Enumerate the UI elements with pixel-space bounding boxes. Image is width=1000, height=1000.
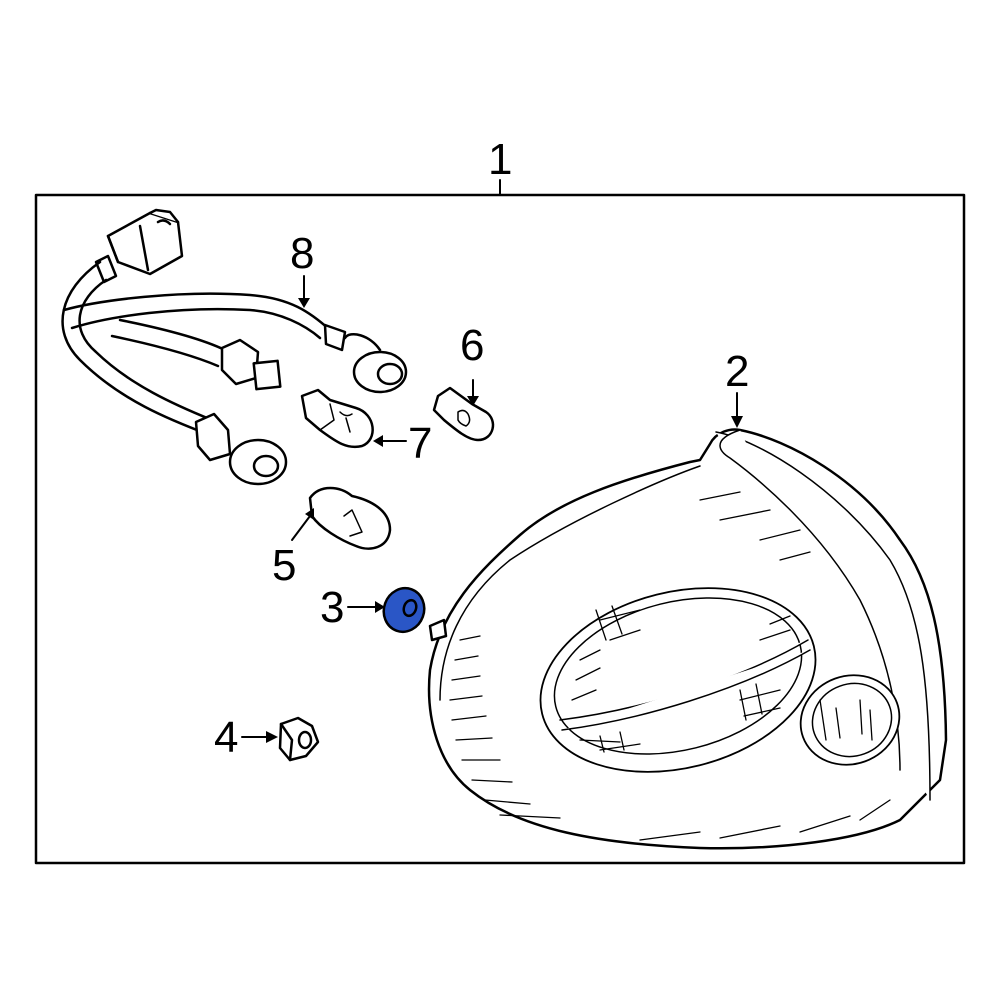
- lens-housing[interactable]: [427, 428, 948, 850]
- wiring-harness[interactable]: [61, 208, 408, 486]
- callout-1[interactable]: 1: [488, 135, 513, 184]
- callout-2[interactable]: 2: [725, 347, 750, 396]
- callout-5[interactable]: 5: [272, 541, 297, 590]
- nut[interactable]: [278, 716, 320, 762]
- callout-6[interactable]: 6: [460, 321, 485, 370]
- wedge-bulb[interactable]: [300, 388, 374, 449]
- callout-3[interactable]: 3: [320, 583, 345, 632]
- callout-7[interactable]: 7: [408, 419, 433, 468]
- bulb-small[interactable]: [432, 386, 495, 442]
- bulb-large[interactable]: [308, 486, 392, 550]
- callout-8[interactable]: 8: [290, 229, 315, 278]
- lens-hatching: [449, 491, 891, 841]
- callout-5-arrow: [291, 515, 311, 541]
- grommet[interactable]: [378, 582, 431, 637]
- callout-4[interactable]: 4: [214, 713, 239, 762]
